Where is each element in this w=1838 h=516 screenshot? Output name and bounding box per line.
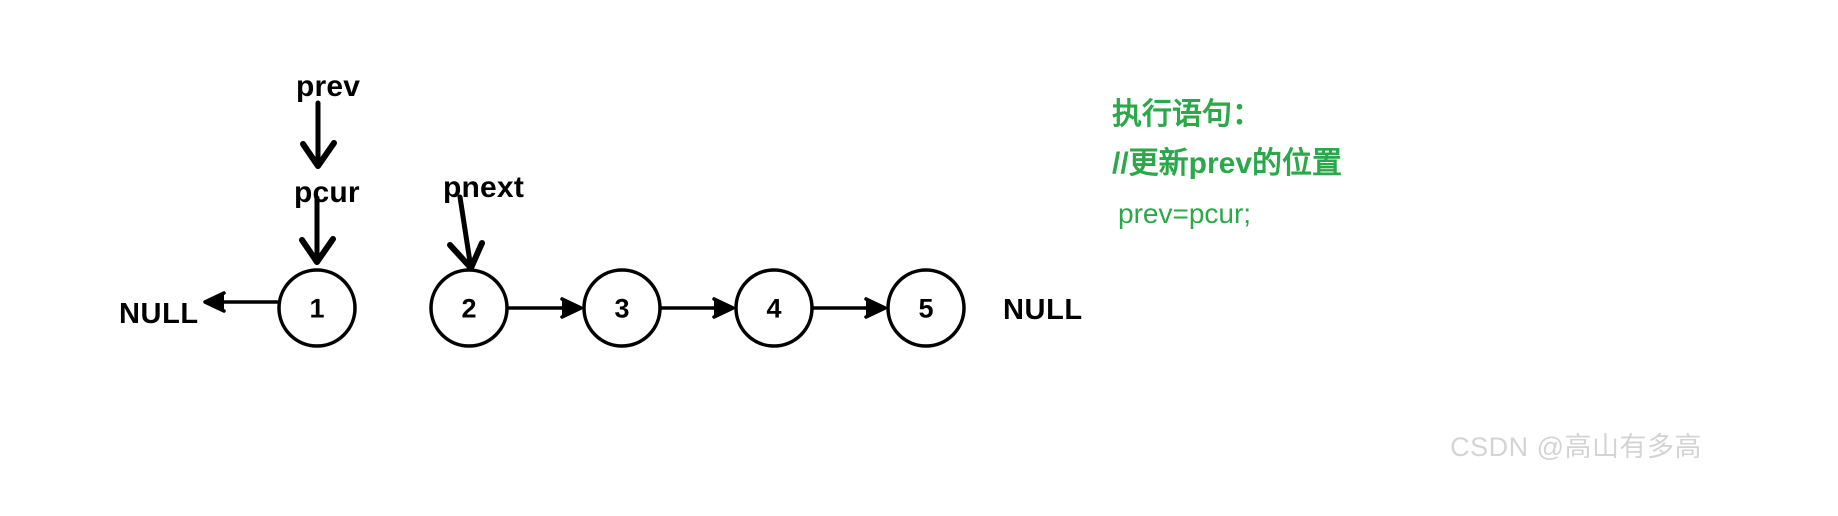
arrow-prev-to-pcur: [300, 100, 337, 169]
code-annotation-block: 执行语句： //更新prev的位置 prev=pcur;: [1112, 100, 1342, 228]
node-circle-5: [886, 268, 966, 348]
node-value-4: 4: [766, 293, 782, 324]
node-value-3: 3: [614, 293, 630, 324]
arrow-node2-to-node3: [507, 297, 583, 319]
null-label-left: NULL: [119, 298, 199, 330]
code-line-comment: //更新prev的位置: [1112, 147, 1343, 180]
csdn-watermark: CSDN @高山有多高: [1450, 432, 1702, 462]
node-circle-4: [734, 268, 814, 348]
code-line-heading: 执行语句：: [1112, 98, 1262, 131]
arrow-node3-to-node4: [659, 297, 735, 319]
node-value-5: 5: [918, 293, 934, 324]
node-value-1: 1: [309, 293, 325, 324]
pointer-label-pnext: pnext: [443, 171, 525, 204]
pointer-label-prev: prev: [296, 70, 361, 103]
pointer-label-pcur: pcur: [294, 176, 360, 209]
arrow-pnext-to-node2: [447, 194, 485, 271]
code-line-statement: prev=pcur;: [1118, 198, 1252, 229]
node-circle-2: [429, 268, 509, 348]
node-circle-1: [277, 268, 357, 348]
node-circle-3: [582, 268, 662, 348]
arrow-node1-to-null: [203, 291, 279, 313]
arrow-pcur-to-node1: [299, 195, 336, 265]
node-value-2: 2: [461, 293, 477, 324]
null-label-right: NULL: [1003, 294, 1083, 326]
arrow-node4-to-node5: [811, 297, 887, 319]
